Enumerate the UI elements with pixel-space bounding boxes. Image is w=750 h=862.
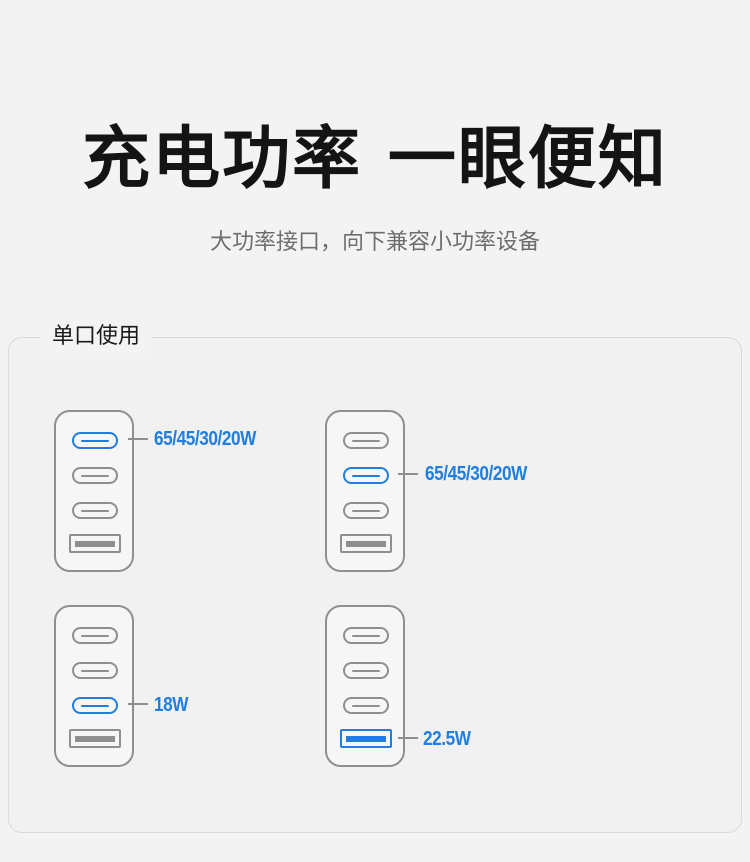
power-label-c3: 18W <box>154 694 189 716</box>
charger-diagram-c2 <box>325 410 405 572</box>
usb-a-port-icon <box>69 534 121 553</box>
page-title: 充电功率 一眼便知 <box>82 120 668 199</box>
usb-c-port-2-icon <box>72 467 118 484</box>
usb-c-port-2-icon <box>343 662 389 679</box>
leader-line <box>128 438 148 440</box>
usb-c-port-3-icon <box>72 502 118 519</box>
charger-diagram-c3 <box>54 605 134 767</box>
usb-c-port-1-icon <box>343 432 389 449</box>
usb-c-port-3-icon <box>343 502 389 519</box>
power-label-c1: 65/45/30/20W <box>154 428 256 450</box>
usb-c-port-1-icon <box>72 432 118 449</box>
usb-c-port-3-icon <box>72 697 118 714</box>
charger-diagram-a <box>325 605 405 767</box>
leader-line <box>398 737 418 739</box>
leader-line <box>398 473 418 475</box>
usb-c-port-3-icon <box>343 697 389 714</box>
power-label-c2: 65/45/30/20W <box>425 463 527 485</box>
usb-a-port-icon <box>340 534 392 553</box>
usb-c-port-2-icon <box>343 467 389 484</box>
leader-line <box>128 703 148 705</box>
usb-c-port-1-icon <box>72 627 118 644</box>
usb-c-port-1-icon <box>343 627 389 644</box>
section-label: 单口使用 <box>40 320 153 354</box>
power-label-a: 22.5W <box>423 728 471 750</box>
charger-diagram-c1 <box>54 410 134 572</box>
page-subtitle: 大功率接口，向下兼容小功率设备 <box>209 230 540 255</box>
usb-a-port-icon <box>69 729 121 748</box>
usb-c-port-2-icon <box>72 662 118 679</box>
usb-a-port-icon <box>340 729 392 748</box>
